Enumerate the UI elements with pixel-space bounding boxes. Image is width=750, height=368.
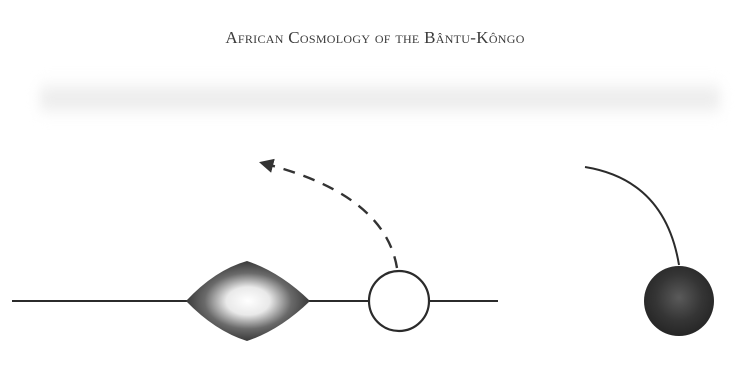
dashed-arc-arrow-icon <box>266 164 397 268</box>
sun-diamond-icon <box>186 261 310 341</box>
dark-sphere-icon <box>644 266 714 336</box>
open-circle-icon <box>369 271 429 331</box>
descending-arc-line <box>585 167 679 265</box>
